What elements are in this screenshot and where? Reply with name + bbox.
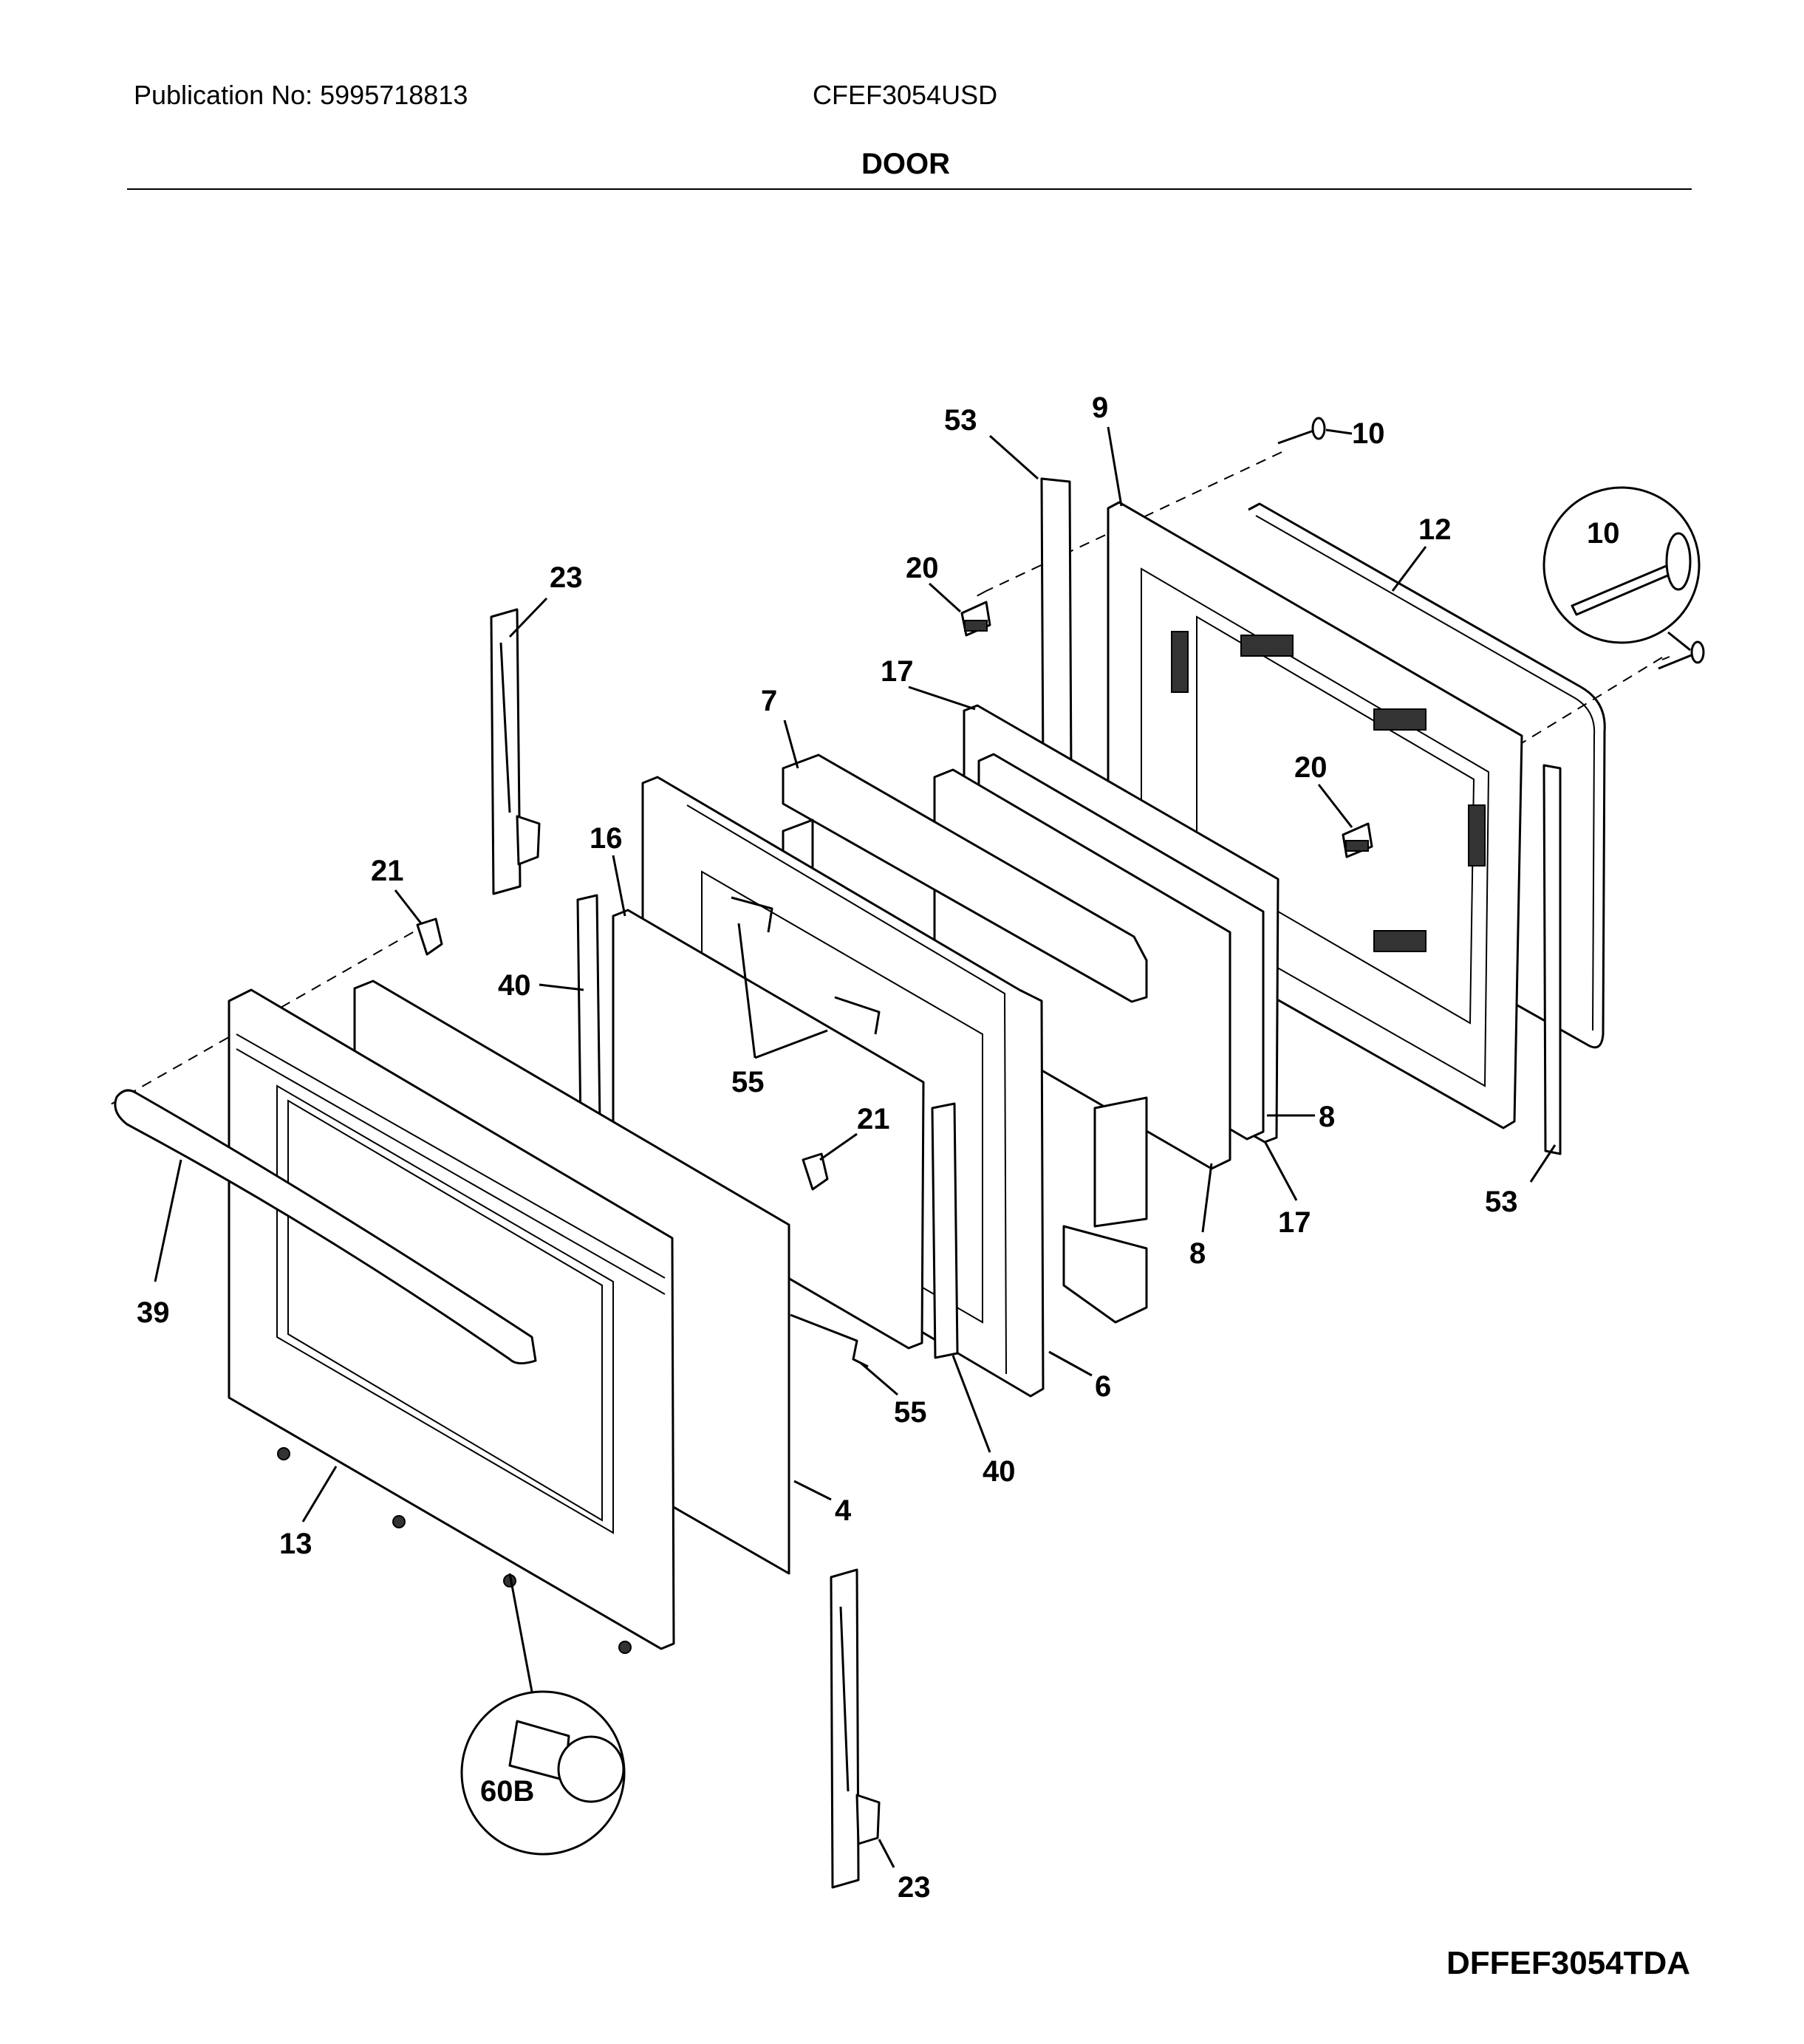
diagram-code: DFFEF3054TDA xyxy=(1446,1945,1691,1981)
callout-21-mid: 21 xyxy=(857,1103,890,1135)
detail-bubble-screw-10 xyxy=(1542,486,1701,652)
callout-53-top: 53 xyxy=(944,404,977,437)
callout-10-top: 10 xyxy=(1352,417,1385,450)
callout-13: 13 xyxy=(279,1528,312,1560)
callout-6: 6 xyxy=(1095,1370,1111,1403)
model-number: CFEF3054USD xyxy=(813,80,998,110)
callout-17-top: 17 xyxy=(881,655,914,688)
callout-20-top: 20 xyxy=(906,552,939,584)
glass-support-right xyxy=(931,1102,959,1359)
glass-clip-mid xyxy=(731,896,881,1035)
section-title: DOOR xyxy=(861,148,950,180)
callout-23-top: 23 xyxy=(550,561,583,594)
glass-support-left xyxy=(576,894,601,1129)
callout-8-bottom: 8 xyxy=(1189,1237,1206,1270)
header-divider xyxy=(127,188,1692,190)
detail-bubble-screw-60b xyxy=(460,1573,626,1856)
callout-55-mid: 55 xyxy=(731,1066,765,1098)
callout-39: 39 xyxy=(137,1296,170,1329)
callout-53-bottom: 53 xyxy=(1485,1186,1518,1218)
door-stop-top xyxy=(960,601,991,637)
callout-23-bottom: 23 xyxy=(898,1871,931,1904)
glass-clip-bottom xyxy=(790,1313,869,1368)
callout-16: 16 xyxy=(590,822,623,855)
callout-9: 9 xyxy=(1092,392,1108,424)
callout-8-right: 8 xyxy=(1319,1101,1335,1133)
door-bumper-mid xyxy=(802,1152,829,1191)
publication-number: Publication No: 5995718813 xyxy=(134,80,468,110)
callout-40-bottom: 40 xyxy=(983,1455,1016,1488)
door-gasket xyxy=(1240,502,1606,1049)
door-screw-right xyxy=(1658,640,1705,670)
door-handle-39 xyxy=(114,1089,537,1364)
callout-60b: 60B xyxy=(480,1775,534,1808)
callout-20-mid: 20 xyxy=(1294,751,1328,784)
callout-10-detail: 10 xyxy=(1587,517,1620,550)
door-hinge-top xyxy=(490,608,541,895)
callout-7: 7 xyxy=(761,685,777,717)
leader-lines xyxy=(154,426,1557,1868)
callout-55-bottom: 55 xyxy=(894,1396,927,1429)
door-screw-top xyxy=(1277,417,1326,445)
callout-labels: 53 9 10 12 10 20 20 23 17 7 16 21 40 55 … xyxy=(137,392,1620,1904)
door-hinge-bottom xyxy=(830,1568,881,1889)
door-bumper-left xyxy=(416,917,443,956)
callout-17-bottom: 17 xyxy=(1278,1206,1311,1239)
callout-12: 12 xyxy=(1418,513,1452,546)
callout-21-left: 21 xyxy=(371,855,404,887)
callout-4: 4 xyxy=(835,1494,852,1527)
door-stop-mid xyxy=(1342,822,1373,858)
callout-40-left: 40 xyxy=(498,969,531,1002)
